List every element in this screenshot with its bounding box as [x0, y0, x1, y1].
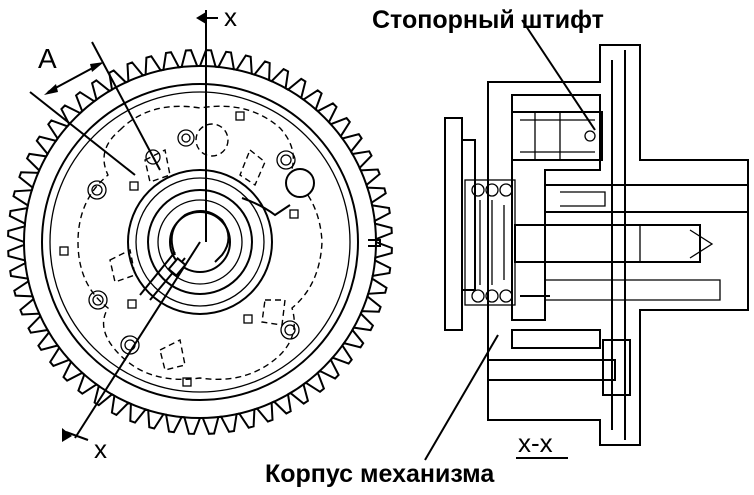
sprocket-hub-profile [462, 139, 476, 291]
sprocket-profile [444, 117, 463, 331]
stop-pin-label: Стопорный штифт [372, 6, 604, 34]
bolt-holes [87, 123, 300, 355]
stop-pin-detail [520, 112, 595, 160]
dimension-arrow-right-icon [90, 62, 104, 72]
camshaft-end [639, 225, 714, 262]
notches [59, 111, 299, 387]
rotor-lower-plate [511, 329, 601, 349]
edge-pin [368, 239, 381, 247]
cross-section-view: x-x [424, 19, 749, 461]
section-line-diagonal [74, 241, 201, 439]
dimension-line-1 [91, 41, 161, 171]
vane-dashed-5 [159, 338, 186, 371]
section-arrow-top-icon [196, 12, 206, 24]
spring-arm [241, 197, 291, 217]
sprocket-rim [41, 83, 359, 401]
section-label-top: x [224, 2, 237, 32]
spring-section [464, 179, 516, 306]
stop-pin-leader [521, 19, 596, 131]
sprocket-root-circle [23, 65, 377, 419]
rotor-dashed-outline [77, 105, 323, 381]
section-label-bottom: x [94, 434, 107, 464]
vane-dashed-2 [239, 148, 266, 187]
upper-shaft [544, 184, 749, 213]
rotor-block [511, 94, 601, 321]
vane-dashed-4 [261, 299, 286, 326]
section-arrow-bottom-icon [62, 428, 72, 442]
section-tick-bottom [65, 431, 89, 441]
spring-coil [170, 210, 230, 263]
sprocket-front-view: x x A [7, 2, 393, 464]
spring-pin [285, 168, 315, 198]
section-view-label: x-x [518, 428, 553, 458]
housing-label: Корпус механизма [265, 460, 495, 488]
camshaft [514, 224, 701, 263]
lower-shaft-detail [545, 279, 721, 301]
dimension-arrow-left-icon [44, 84, 58, 95]
locking-lever-edge [139, 251, 176, 296]
upper-shaft-detail [560, 191, 606, 207]
lower-bolt [487, 359, 616, 381]
stop-pin-end [584, 130, 596, 142]
sprocket-inner-rim [49, 91, 351, 393]
housing-outline [487, 44, 749, 446]
dimension-label: A [38, 43, 57, 74]
central-hub [127, 168, 315, 315]
vane-dashed-3 [109, 248, 136, 283]
housing-leader [424, 334, 499, 461]
lower-bolt-head [602, 339, 631, 396]
dimension-line-2 [29, 91, 136, 176]
